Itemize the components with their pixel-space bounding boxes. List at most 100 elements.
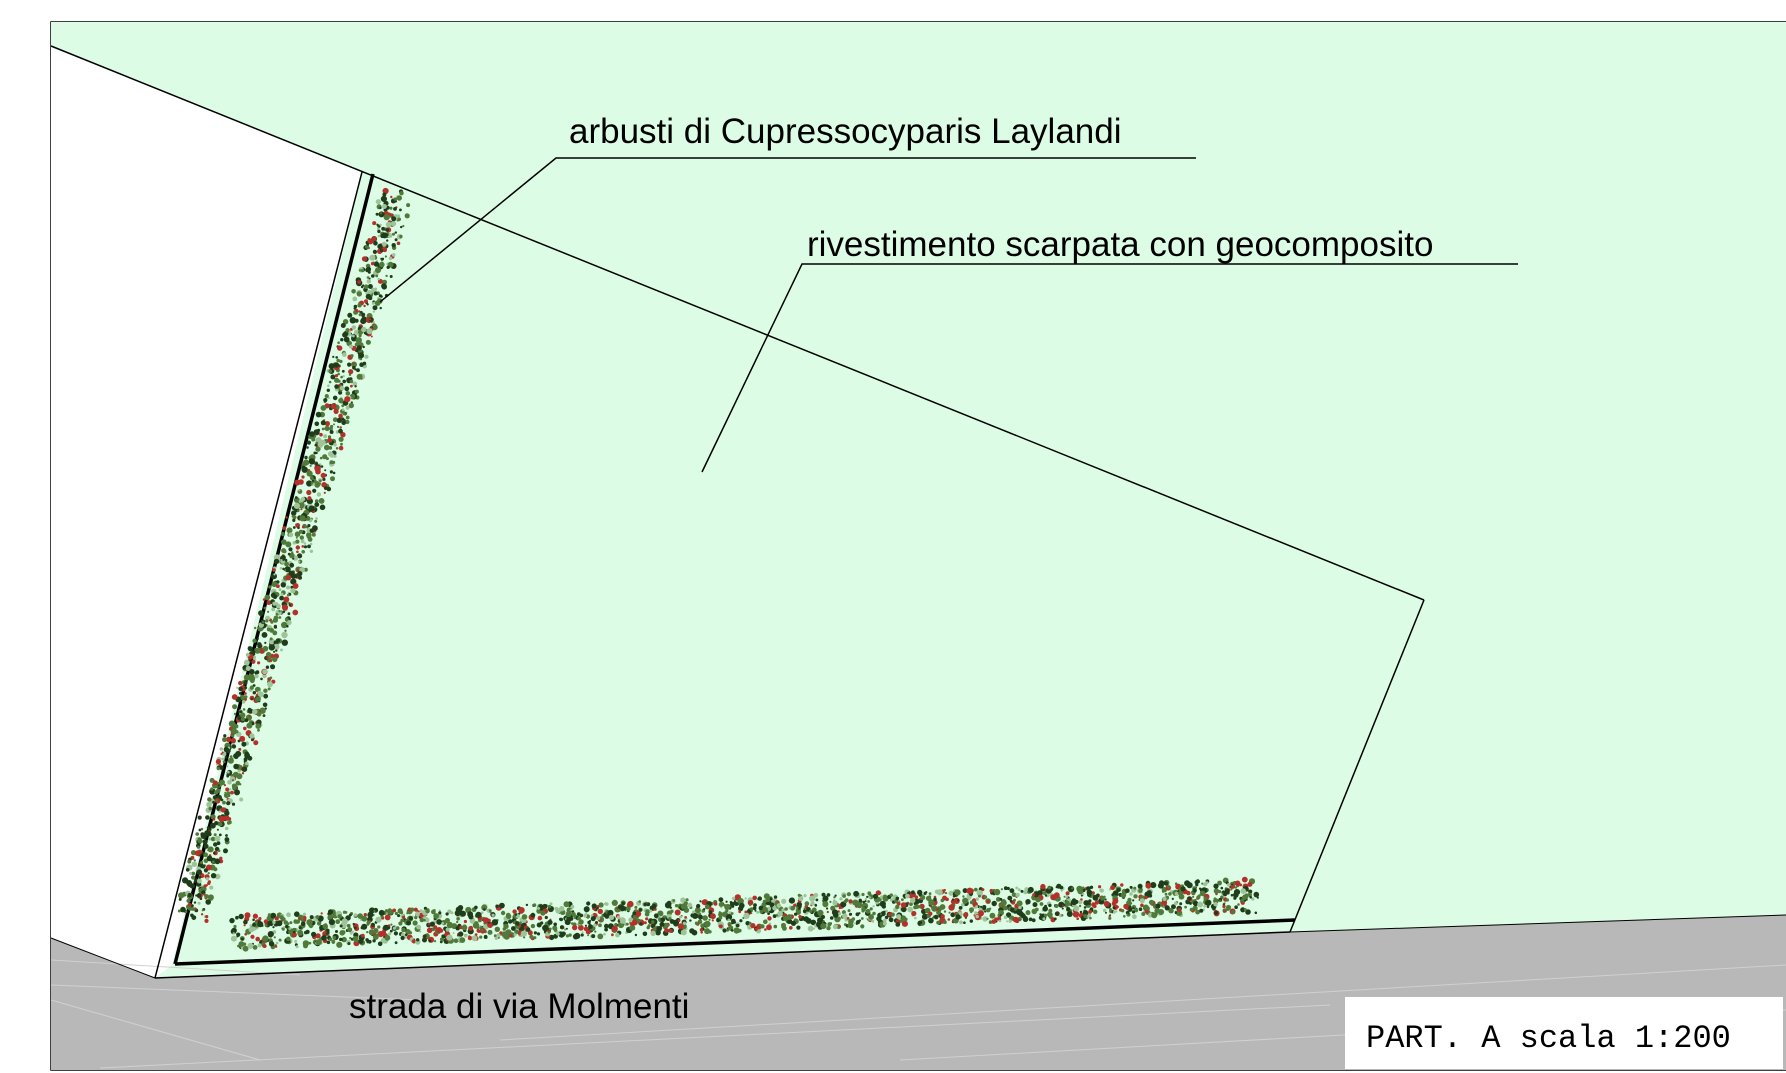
shrub-leaf <box>205 815 210 820</box>
shrub-leaf <box>398 921 403 926</box>
shrub-leaf <box>642 931 648 937</box>
shrub-leaf <box>419 930 422 933</box>
shrub-leaf <box>1221 892 1224 895</box>
shrub-leaf <box>1248 889 1253 894</box>
shrub-leaf <box>233 924 237 929</box>
shrub-leaf <box>842 894 846 898</box>
shrub-leaf <box>995 897 1001 902</box>
shrub-leaf <box>882 895 889 902</box>
shrub-leaf <box>962 888 968 894</box>
shrub-leaf <box>328 446 333 450</box>
shrub-leaf <box>293 930 296 934</box>
shrub-leaf <box>943 910 947 913</box>
shrub-leaf <box>536 932 541 936</box>
shrub-leaf <box>664 928 669 933</box>
shrub-leaf <box>233 712 237 716</box>
shrub-leaf <box>309 542 313 546</box>
shrub-leaf <box>294 531 301 537</box>
shrubs-leader-line <box>379 157 1196 303</box>
shrub-leaf <box>702 915 708 921</box>
shrub-leaf <box>699 928 704 932</box>
shrub-leaf <box>718 897 724 903</box>
shrub-leaf <box>333 423 335 426</box>
shrub-leaf <box>307 496 312 501</box>
shrub-leaf <box>230 790 234 795</box>
shrub-leaf <box>333 408 339 414</box>
shrub-leaf <box>565 934 570 938</box>
shrub-leaf <box>940 914 945 919</box>
shrub-leaf <box>377 941 383 947</box>
shrub-leaf <box>608 914 615 921</box>
shrub-leaf <box>357 913 364 919</box>
shrub-leaf <box>243 680 248 685</box>
shrub-leaf <box>967 897 971 900</box>
shrub-leaf <box>263 688 268 693</box>
shrub-leaf <box>999 914 1002 917</box>
shrub-leaf <box>1094 900 1100 905</box>
shrub-leaf <box>363 304 366 308</box>
shrub-leaf <box>337 914 343 919</box>
shrub-leaf <box>1076 917 1079 920</box>
shrub-leaf <box>342 412 346 416</box>
shrub-leaf <box>1054 904 1059 908</box>
shrub-leaf <box>391 253 396 257</box>
shrub-leaf <box>209 885 214 890</box>
shrub-leaf <box>191 875 196 880</box>
shrub-leaf <box>764 919 768 922</box>
shrub-leaf <box>265 665 270 669</box>
shrub-leaf <box>337 345 343 351</box>
shrub-leaf <box>400 935 405 941</box>
shrub-leaf <box>193 879 197 883</box>
shrub-leaf <box>499 931 503 935</box>
shrub-leaf <box>986 917 989 920</box>
shrub-leaf <box>399 208 402 212</box>
shrub-leaf <box>425 908 430 914</box>
shrub-leaf <box>1003 886 1008 891</box>
shrub-leaf <box>357 303 362 308</box>
shrub-leaf <box>180 906 186 913</box>
shrub-leaf <box>1099 888 1104 893</box>
shrub-leaf <box>1168 908 1174 914</box>
shrub-leaf <box>288 570 295 577</box>
shrub-leaf <box>831 909 839 916</box>
shrub-leaf <box>239 710 243 714</box>
shrub-leaf <box>621 901 625 906</box>
shrub-leaf <box>520 934 523 937</box>
shrub-leaf <box>446 934 453 941</box>
shrub-leaf <box>487 929 493 935</box>
shrub-leaf <box>1144 895 1148 900</box>
shrub-leaf <box>366 931 369 934</box>
shrub-leaf <box>910 897 916 904</box>
shrub-leaf <box>306 480 313 487</box>
shrub-leaf <box>190 904 194 908</box>
shrub-leaf <box>220 753 223 755</box>
shrub-leaf <box>708 930 712 934</box>
shrub-leaf <box>694 921 699 925</box>
shrub-leaf <box>281 555 286 560</box>
shrub-leaf <box>826 907 829 910</box>
shrub-leaf <box>257 921 264 928</box>
shrub-leaf <box>341 404 345 408</box>
shrub-leaf <box>247 942 254 949</box>
shrub-leaf <box>300 921 306 927</box>
shrub-leaf <box>901 898 904 902</box>
shrub-leaf <box>920 895 926 901</box>
shrub-leaf <box>249 685 254 690</box>
shrub-leaf <box>366 920 371 925</box>
shrub-leaf <box>583 913 588 918</box>
shrub-leaf <box>386 239 389 242</box>
shrub-leaf <box>375 916 382 923</box>
shrub-leaf <box>759 910 764 914</box>
slope-right-line <box>1289 599 1425 933</box>
shrub-leaf <box>1163 902 1167 907</box>
shrub-leaf <box>297 509 300 513</box>
shrub-leaf <box>299 515 306 522</box>
shrub-leaf <box>392 232 395 236</box>
shrub-leaf <box>361 316 368 323</box>
shrub-leaf <box>341 408 345 411</box>
shrub-leaf <box>321 427 325 431</box>
shrub-leaf <box>332 935 337 940</box>
shrub-leaf <box>380 195 387 202</box>
shrub-leaf <box>210 822 216 829</box>
shrub-leaf <box>1018 905 1022 910</box>
